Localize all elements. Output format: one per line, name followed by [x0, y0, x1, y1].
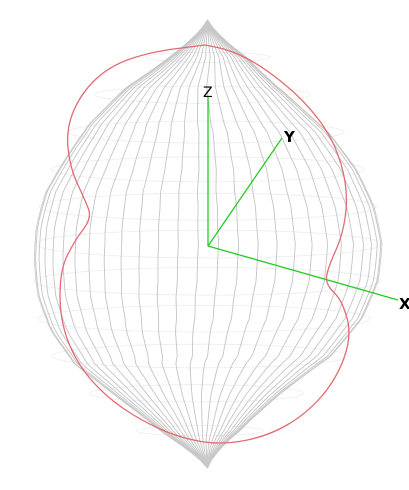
mesh-ring	[51, 343, 349, 369]
mesh-meridian	[207, 19, 329, 469]
coordinate-axes	[207, 96, 399, 301]
x-axis-label: X	[399, 295, 409, 313]
y-axis	[207, 137, 283, 247]
mesh-meridian	[52, 19, 208, 469]
mesh-meridian	[207, 19, 313, 469]
mesh-meridian	[88, 19, 208, 469]
mesh-meridian	[207, 19, 342, 469]
mesh-meridian	[138, 19, 208, 469]
mesh-meridian	[207, 19, 372, 469]
y-axis-label: Y	[283, 128, 296, 146]
mesh-meridian	[207, 19, 354, 469]
mesh-meridian	[201, 19, 220, 469]
mesh-ring	[37, 305, 371, 333]
mesh-meridian	[175, 19, 208, 469]
mesh-meridian	[207, 19, 278, 469]
mesh-ring	[145, 51, 271, 63]
mesh-ring	[94, 85, 311, 104]
mesh-meridian	[44, 19, 208, 469]
mesh-meridian	[206, 19, 259, 469]
mesh-meridian	[207, 19, 296, 469]
mesh-ring	[33, 267, 381, 296]
mesh-ring	[88, 384, 305, 403]
mesh-meridian	[156, 19, 208, 469]
pattern-cut-curve	[59, 44, 350, 444]
mesh-meridian	[189, 19, 208, 469]
mesh-meridian	[35, 19, 208, 469]
mesh-meridian	[207, 19, 378, 469]
mesh-meridian	[205, 19, 240, 469]
mesh-meridian	[207, 19, 364, 469]
z-axis-label: Z	[203, 85, 213, 101]
mesh-meridian	[103, 19, 208, 469]
mesh-meridian	[74, 19, 208, 469]
x-axis	[207, 245, 399, 301]
mesh-meridian	[120, 19, 208, 469]
mesh-meridian	[38, 19, 208, 469]
mesh-meridian	[207, 19, 382, 469]
mesh-ring	[135, 425, 265, 437]
mesh-meridian	[62, 19, 208, 469]
